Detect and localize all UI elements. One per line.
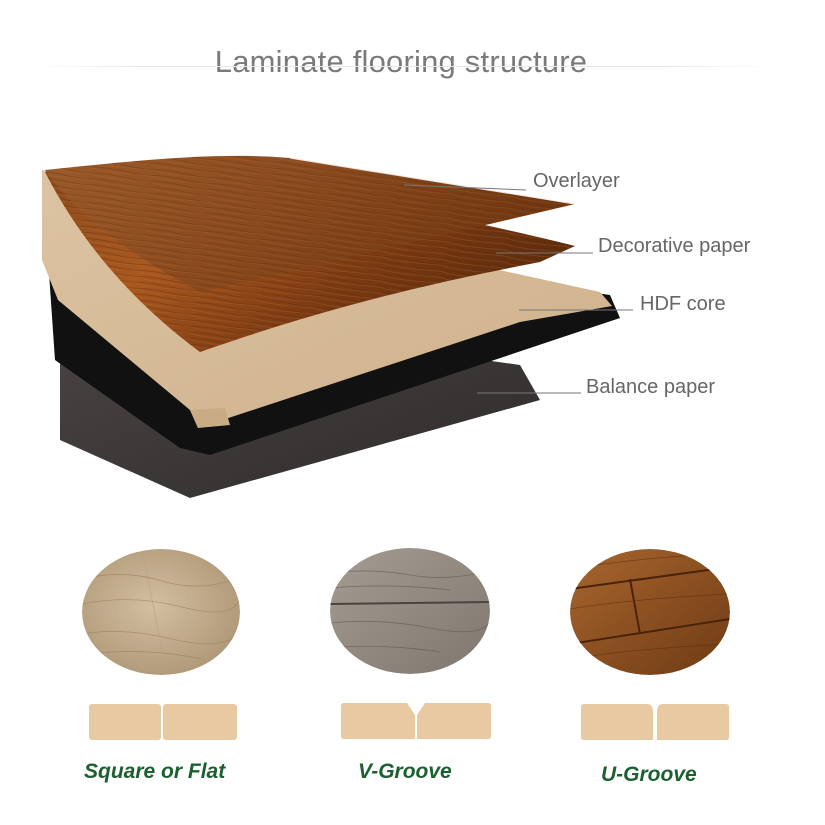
label-u-groove: U-Groove — [601, 763, 697, 786]
label-v-groove: V-Groove — [358, 760, 452, 783]
label-decorative-paper: Decorative paper — [598, 235, 751, 257]
page-title: Laminate flooring structure — [214, 44, 588, 79]
label-square-flat: Square or Flat — [84, 760, 226, 783]
swatch-v-groove — [330, 548, 490, 674]
label-hdf-core: HDF core — [640, 293, 726, 315]
title-divider — [30, 66, 775, 67]
profile-u-groove — [581, 704, 729, 740]
profile-v-groove — [341, 703, 491, 739]
swatch-square-flat — [82, 549, 240, 675]
leader-overlayer — [403, 184, 527, 191]
swatch-u-groove — [570, 549, 730, 675]
tongue-joint — [190, 408, 230, 428]
profile-square-flat — [89, 704, 237, 740]
layer-diagram — [42, 155, 633, 498]
label-overlayer: Overlayer — [533, 170, 620, 192]
label-balance-paper: Balance paper — [586, 376, 715, 398]
